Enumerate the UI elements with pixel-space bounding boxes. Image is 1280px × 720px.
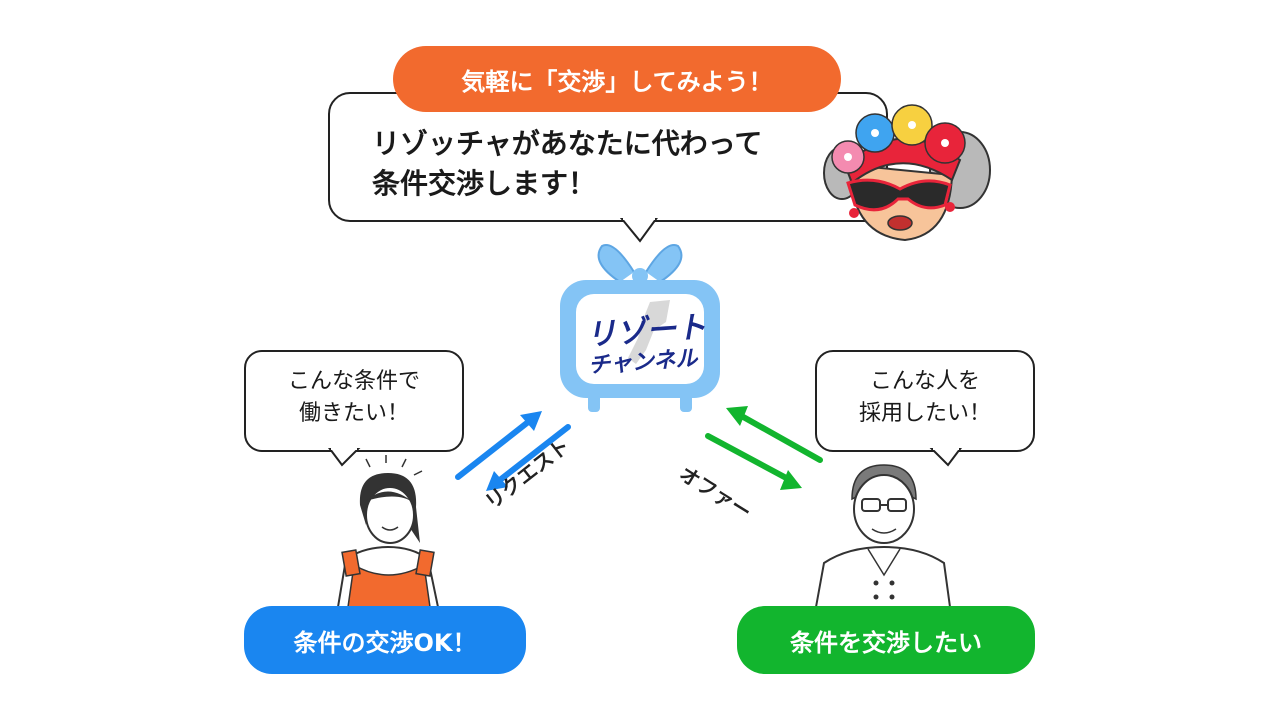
right-speech-text: こんな人を 採用したい！ <box>858 369 991 426</box>
left-speech-bubble <box>244 350 464 452</box>
headline-text: 気軽に「交渉」してみよう！ <box>461 67 773 96</box>
main-bubble-tail <box>619 216 658 243</box>
employer-pill: 条件を交渉したい <box>737 606 1035 674</box>
right-speech-bubble <box>815 350 1035 452</box>
main-message: リゾッチャがあなたに代わって 条件交渉します！ <box>372 127 763 200</box>
headline-pill: 気軽に「交渉」してみよう！ <box>393 46 841 112</box>
left-bubble-tail <box>328 446 361 467</box>
employer-illustration <box>814 464 952 608</box>
tv-icon <box>560 244 720 412</box>
right-bubble-tail <box>929 446 962 467</box>
employer-pill-text: 条件を交渉したい <box>790 628 982 657</box>
candidate-pill: 条件の交渉OK！ <box>244 606 526 674</box>
mascot-illustration <box>823 104 991 242</box>
right-offer-arrows <box>705 406 823 490</box>
left-request-arrows <box>455 411 571 491</box>
candidate-pill-text: 条件の交渉OK！ <box>293 628 477 657</box>
left-speech-text: こんな条件で 働きたい！ <box>287 369 420 426</box>
worker-illustration <box>336 455 440 608</box>
